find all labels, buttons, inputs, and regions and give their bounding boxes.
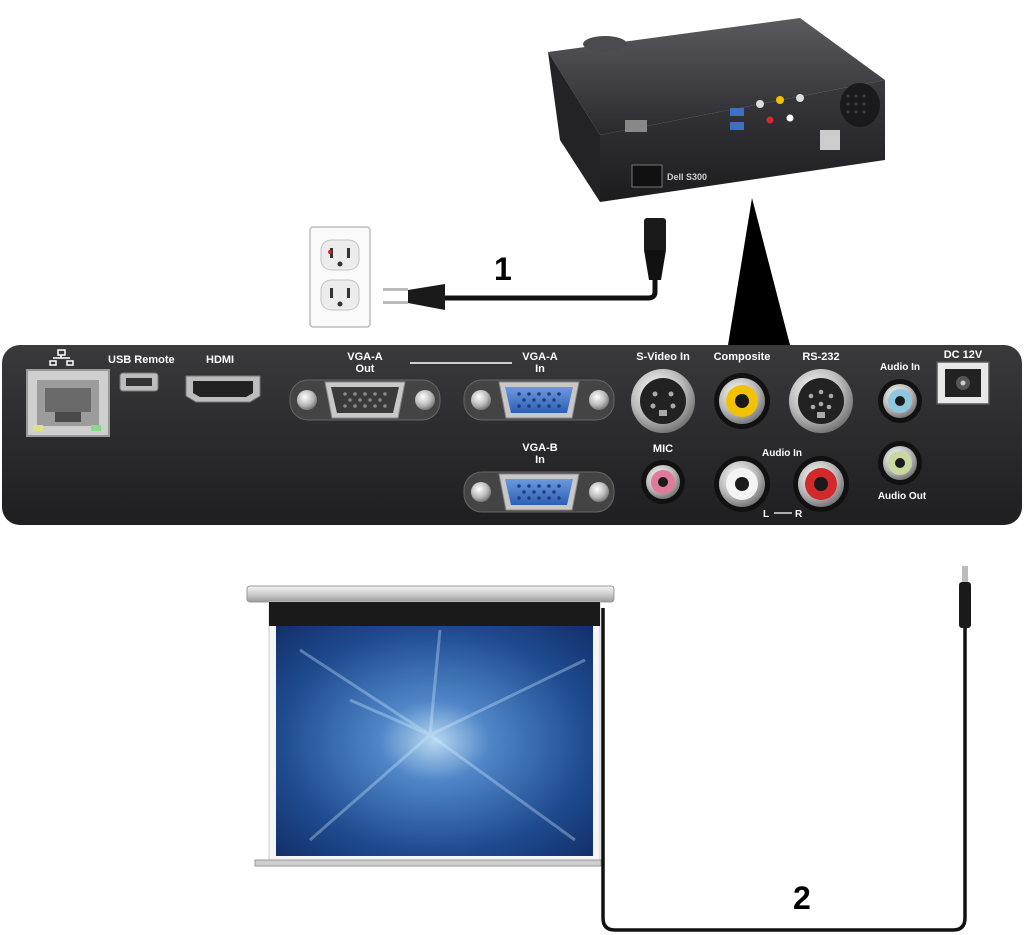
dc-12v-label: DC 12V	[944, 349, 983, 361]
connector-panel: USB Remote HDMI VGA-A Out VGA-A	[2, 345, 1022, 525]
vga-a-in-label-line1: VGA-A	[522, 351, 558, 363]
network-icon	[49, 349, 74, 366]
hdmi-port	[185, 375, 261, 403]
power-cord	[383, 218, 666, 310]
audio-out-jack	[878, 441, 922, 485]
vga-a-out-port	[289, 379, 441, 421]
vga-a-in-port	[463, 379, 615, 421]
audio-in-top-label: Audio In	[880, 362, 920, 373]
mic-jack	[641, 460, 685, 504]
vga-a-out-label-line2: Out	[356, 363, 375, 375]
s-video-in-port	[631, 369, 695, 433]
vga-a-in-label-line2: In	[535, 363, 545, 375]
zoom-pointer	[728, 198, 790, 345]
audio-in-left-jack	[714, 456, 770, 512]
dc-12v-port	[936, 361, 990, 405]
composite-port	[714, 373, 770, 429]
usb-remote-port	[119, 372, 159, 392]
wall-outlet	[309, 226, 371, 328]
projector-model-label: Dell S300	[667, 172, 707, 182]
mic-label: MIC	[653, 443, 673, 455]
vga-b-in-label-line1: VGA-B	[522, 442, 558, 454]
projection-screen	[246, 585, 615, 867]
vga-a-out-label-line1: VGA-A	[347, 351, 383, 363]
trigger-cable	[601, 566, 971, 932]
audio-right-label: R	[795, 509, 803, 520]
callout-1: 1	[494, 251, 512, 287]
callout-2: 2	[793, 880, 811, 916]
rs232-port	[789, 369, 853, 433]
audio-left-label: L	[763, 509, 769, 520]
audio-in-lr-label: Audio In	[762, 448, 802, 459]
vga-b-in-label-line2: In	[535, 454, 545, 466]
network-port	[26, 349, 110, 437]
s-video-in-label: S-Video In	[636, 351, 690, 363]
usb-remote-label: USB Remote	[108, 354, 175, 366]
vga-b-in-port	[463, 471, 615, 513]
rs232-label: RS-232	[802, 351, 839, 363]
audio-in-right-jack	[793, 456, 849, 512]
projector: Dell S300	[548, 18, 885, 202]
audio-out-label: Audio Out	[878, 491, 927, 502]
composite-label: Composite	[714, 351, 771, 363]
hdmi-label: HDMI	[206, 354, 234, 366]
audio-in-jack	[878, 379, 922, 423]
